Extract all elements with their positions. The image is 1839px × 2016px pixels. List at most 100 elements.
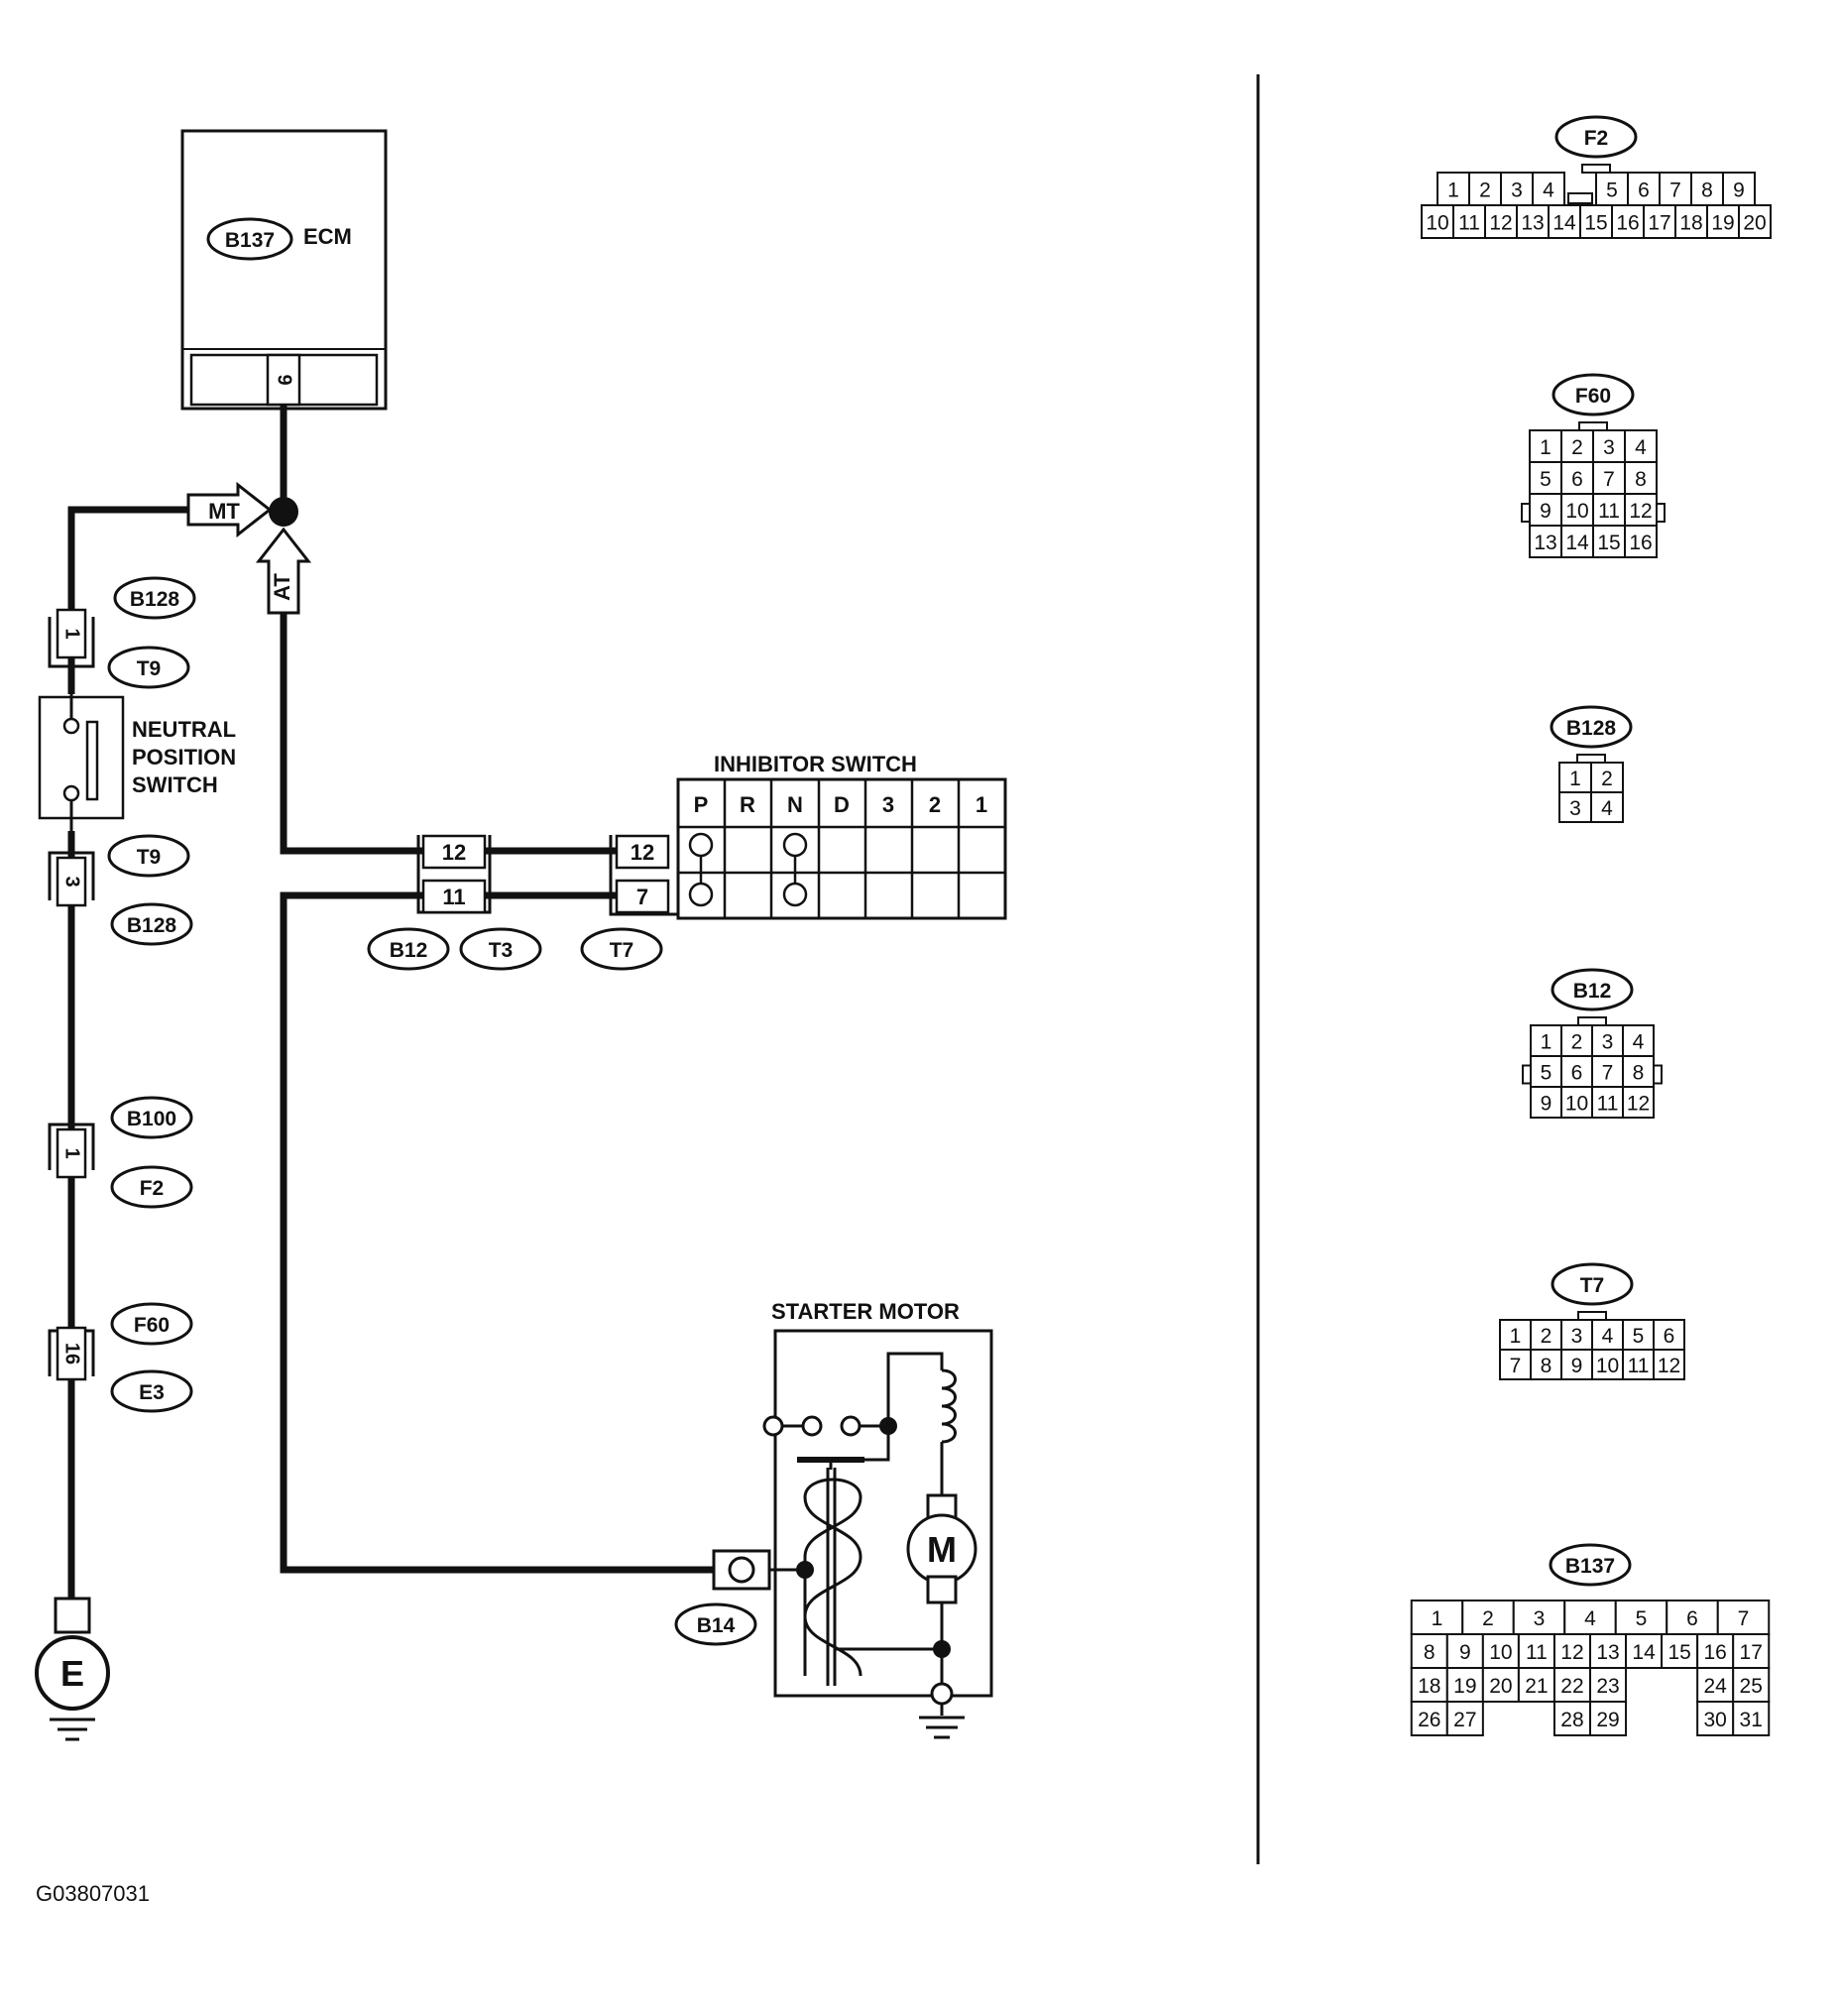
svg-text:T3: T3 — [489, 939, 514, 962]
neutral-switch-top-terminal: 1 — [48, 608, 95, 668]
pin-label: 6 — [1571, 468, 1583, 491]
pin-label: 27 — [1453, 1709, 1476, 1731]
pin-label: 28 — [1560, 1709, 1583, 1731]
svg-text:B128: B128 — [127, 914, 177, 937]
joint-b12-t3: 12 11 — [416, 834, 492, 914]
pin-label: 13 — [1596, 1641, 1619, 1664]
conn-oval-b14: B14 — [674, 1602, 757, 1646]
conn-oval-f2: F2 — [110, 1165, 193, 1209]
pin-label: 26 — [1418, 1709, 1440, 1731]
svg-text:B128: B128 — [130, 588, 180, 611]
inhibitor-switch: INHIBITOR SWITCH 12 7 P R N D 3 2 1 — [609, 752, 1007, 920]
pin-label: 10 — [1489, 1641, 1512, 1664]
pin-label: 12 — [1658, 1355, 1680, 1377]
inhibitor-pos-r: R — [740, 792, 755, 817]
svg-text:T7: T7 — [610, 939, 634, 962]
pin-label: 13 — [1521, 212, 1544, 235]
pin-label: 5 — [1636, 1607, 1648, 1630]
pin-label: 1 — [1510, 1325, 1522, 1348]
pin-label: 9 — [1540, 500, 1552, 523]
neutral-position-switch: NEUTRAL POSITION SWITCH — [38, 666, 236, 833]
pin-label: 30 — [1703, 1709, 1726, 1731]
pin-label: 6 — [1664, 1325, 1675, 1348]
pin-label: 23 — [1596, 1675, 1619, 1698]
connector-view-title: T7 — [1580, 1274, 1605, 1297]
inhibitor-pos-p: P — [694, 792, 709, 817]
pin-label: 7 — [1669, 179, 1681, 202]
pin-label: 3 — [1602, 1031, 1614, 1054]
svg-text:E3: E3 — [139, 1381, 165, 1404]
pin-label: 6 — [1571, 1062, 1583, 1085]
connector-view-title: F60 — [1575, 385, 1611, 408]
pin-label: 15 — [1584, 212, 1607, 235]
pin-label: 7 — [1510, 1355, 1522, 1377]
connector-view-title: B137 — [1565, 1555, 1615, 1578]
pin-label: 8 — [1635, 468, 1647, 491]
pin-label: 5 — [1606, 179, 1618, 202]
svg-text:B100: B100 — [127, 1108, 176, 1130]
pin-label: 11 — [1458, 212, 1480, 235]
conn-oval-t9-bottom: T9 — [107, 834, 190, 878]
pin-label: 11 — [1628, 1355, 1650, 1377]
pin-label: 9 — [1571, 1355, 1583, 1377]
pin-label: 31 — [1740, 1709, 1763, 1731]
pin-label: 4 — [1601, 797, 1613, 820]
pin-label: 8 — [1541, 1355, 1552, 1377]
conn-oval-t9-top: T9 — [107, 646, 190, 689]
pin-label: 2 — [1571, 436, 1583, 459]
inhibitor-pos-1: 1 — [976, 792, 987, 817]
pin-label: 1 — [1447, 179, 1459, 202]
pin-label: 9 — [1459, 1641, 1471, 1664]
pin-label: 11 — [1598, 500, 1620, 523]
pin-label: 5 — [1540, 468, 1552, 491]
pin-label: 14 — [1565, 532, 1589, 554]
pin-label: 3 — [1603, 436, 1615, 459]
pin-label: 6 — [1638, 179, 1650, 202]
pin-label: 12 — [1629, 500, 1652, 523]
neutral-switch-bottom-terminal: 3 — [48, 851, 95, 907]
conn-oval-b128-top: B128 — [113, 576, 196, 620]
pin-label: 18 — [1679, 212, 1702, 235]
pin-label: 7 — [1602, 1062, 1614, 1085]
pin-label: 19 — [1453, 1675, 1476, 1698]
pin-label: 15 — [1597, 532, 1620, 554]
svg-text:T9: T9 — [137, 657, 162, 680]
pin-label: 12 — [1489, 212, 1512, 235]
pin-label: 9 — [1733, 179, 1745, 202]
pin-label: 2 — [1479, 179, 1491, 202]
pin-label: 20 — [1743, 212, 1766, 235]
pin-label: 4 — [1584, 1607, 1596, 1630]
inhibitor-title: INHIBITOR SWITCH — [714, 752, 917, 776]
ecm-module: 9 B137 ECM — [180, 129, 388, 411]
pin-label: 7 — [1738, 1607, 1750, 1630]
inhibitor-pos-n: N — [787, 792, 803, 817]
at-label: AT — [270, 573, 294, 601]
pin-label: 8 — [1424, 1641, 1436, 1664]
pin-label: 24 — [1703, 1675, 1727, 1698]
neutral-switch-line-3: SWITCH — [132, 772, 218, 797]
inhibitor-pos-3: 3 — [882, 792, 894, 817]
starter-motor-label: M — [927, 1529, 957, 1570]
mt-arrow: MT — [186, 481, 273, 538]
pin-label: 16 — [1629, 532, 1652, 554]
svg-text:F60: F60 — [134, 1314, 170, 1337]
ecm-label: ECM — [303, 224, 352, 249]
pin-label: 3 — [1534, 1607, 1546, 1630]
pin-label: 12 — [1627, 1093, 1650, 1116]
conn-oval-f60: F60 — [110, 1302, 193, 1346]
conn-oval-t3: T3 — [459, 927, 542, 971]
neutral-switch-line-1: NEUTRAL — [132, 717, 236, 742]
svg-text:F2: F2 — [140, 1177, 165, 1200]
pin-label: 16 — [1616, 212, 1639, 235]
pin-label: 4 — [1633, 1031, 1645, 1054]
inhibitor-pin-12: 12 — [631, 840, 654, 865]
svg-text:B14: B14 — [697, 1614, 736, 1637]
pin-label: 15 — [1667, 1641, 1690, 1664]
connector-view-title: B128 — [1566, 717, 1617, 740]
